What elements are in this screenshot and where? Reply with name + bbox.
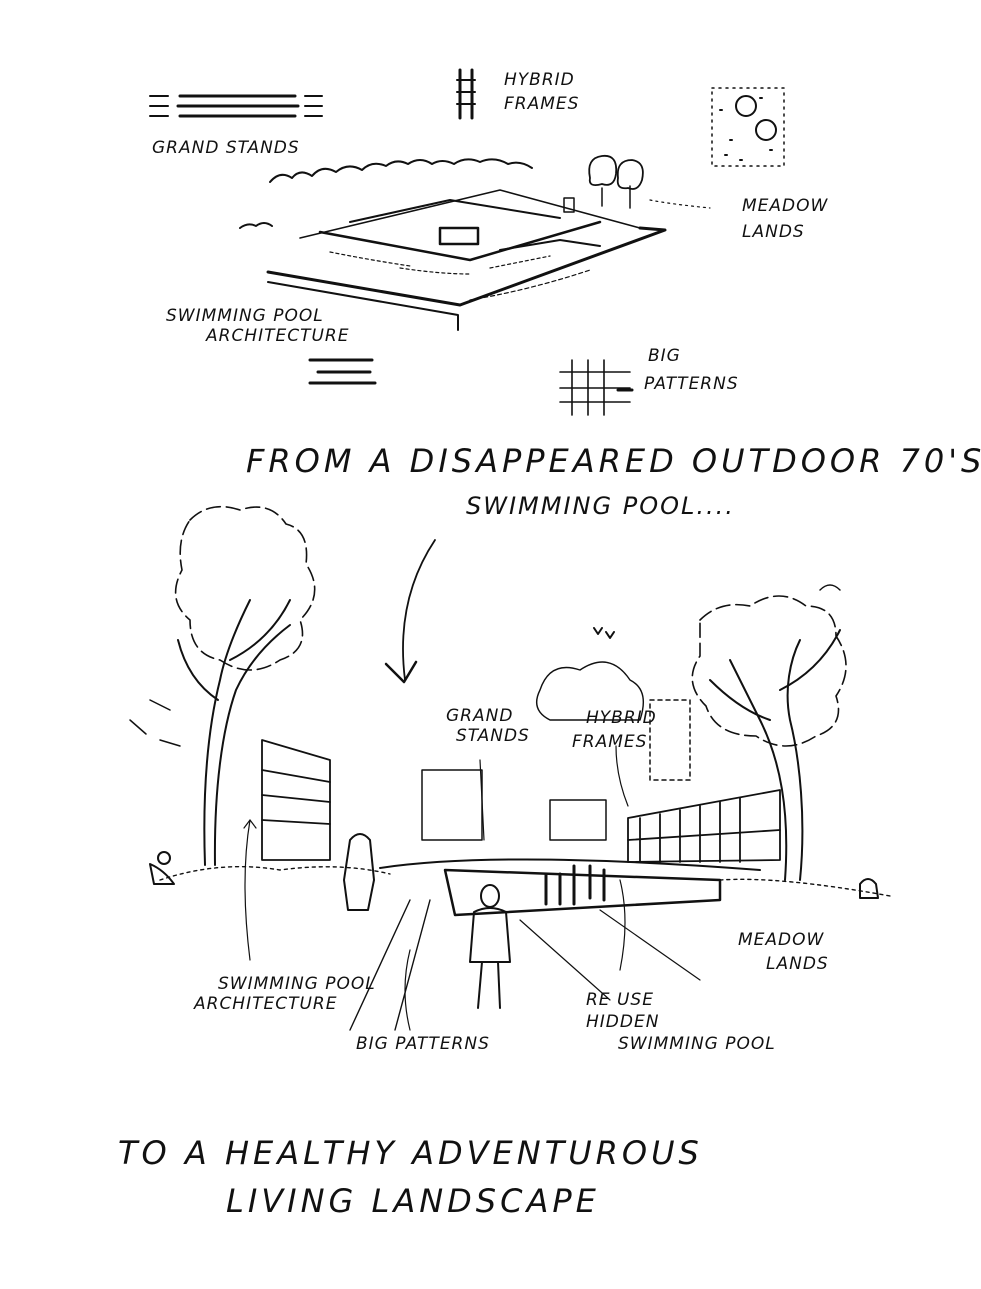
meadow-lands-label-line1: Meadow: [742, 196, 829, 216]
top-diagram-sketch: [149, 68, 785, 416]
grand-stands-symbol: [149, 94, 323, 118]
perspective-hybrid-frames-line1: Hybrid: [586, 708, 657, 728]
left-tree: [129, 505, 316, 866]
perspective-grand-stands-line2: Stands: [456, 726, 530, 746]
meadow-lands-label-line2: Lands: [742, 222, 805, 242]
meadow-lands-symbol: [711, 87, 785, 167]
footer-line2: living landscape: [226, 1182, 600, 1220]
distant-buildings: [421, 661, 691, 841]
pool-architecture-symbol: [308, 358, 377, 385]
perspective-hybrid-frames-line2: Frames: [572, 732, 648, 752]
axonometric-site: [239, 154, 711, 331]
left-building: [261, 739, 331, 861]
pool-and-ground: [159, 858, 891, 1031]
grand-stands-label: Grand stands: [152, 138, 300, 158]
big-patterns-symbol: [559, 359, 634, 416]
people: [149, 833, 879, 1009]
big-patterns-label-line1: Big: [648, 346, 681, 366]
right-tree: [691, 584, 847, 881]
hybrid-frames-label-line1: Hybrid: [504, 70, 575, 90]
perspective-reuse-line3: swimming pool: [618, 1034, 776, 1054]
birds: [593, 627, 615, 639]
arrow-down: [384, 539, 436, 684]
big-patterns-label-line2: Patterns: [644, 374, 739, 394]
hybrid-frames-symbol: [456, 68, 476, 120]
perspective-grand-stands-line1: Grand: [446, 706, 514, 726]
perspective-swimming-pool-line2: Architecture: [194, 994, 338, 1014]
headline-line2: swimming pool....: [466, 492, 735, 520]
perspective-meadow-lands-line1: Meadow: [738, 930, 825, 950]
perspective-meadow-lands-line2: Lands: [766, 954, 829, 974]
perspective-swimming-pool-line1: Swimming pool: [218, 974, 376, 994]
hybrid-frames-label-line2: Frames: [504, 94, 580, 114]
footer-line1: To a healthy adventurous: [118, 1134, 703, 1172]
swimming-pool-label-line1: Swimming pool: [166, 306, 324, 326]
perspective-reuse-line1: Re use: [586, 990, 654, 1010]
swimming-pool-label-line2: Architecture: [206, 326, 350, 346]
perspective-big-patterns: Big patterns: [356, 1034, 490, 1054]
perspective-reuse-line2: hidden: [586, 1012, 660, 1032]
headline-line1: From a disappeared outdoor 70's: [246, 442, 981, 480]
leader-lines: [243, 745, 629, 1031]
right-building: [627, 789, 781, 863]
